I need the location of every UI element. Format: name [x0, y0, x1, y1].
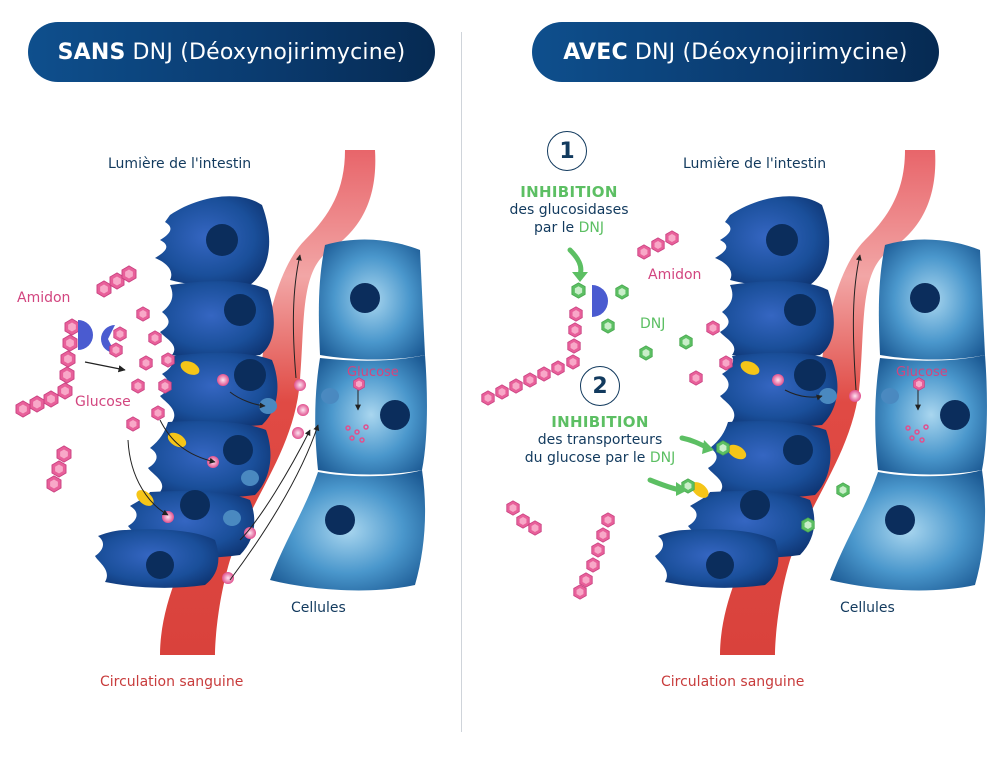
left-panel-art	[15, 150, 427, 655]
enzyme-icon	[78, 320, 93, 350]
panel-divider	[461, 32, 462, 732]
step-1-line2: par le DNJ	[494, 219, 644, 237]
starch-label: Amidon	[648, 267, 702, 283]
step-1-title: INHIBITION	[520, 183, 618, 201]
dnj-label: DNJ	[640, 316, 666, 332]
step-2-line1: des transporteurs	[537, 432, 663, 448]
cells-label: Cellules	[840, 600, 895, 616]
step-2-line2-prefix: du glucose par le	[524, 450, 646, 466]
starch-label: Amidon	[17, 290, 71, 306]
glucose-cell-label: Glucose	[896, 365, 948, 380]
step-2-title: INHIBITION	[551, 413, 649, 431]
header-without-dnj: SANS DNJ (Déoxynojirimycine)	[28, 22, 435, 82]
step-1-text: INHIBITION des glucosidases par le DNJ	[494, 183, 644, 237]
step-1-line2-prefix: par le	[533, 220, 575, 236]
small-glucose-icon	[345, 424, 369, 443]
header-with-dnj: AVEC DNJ (Déoxynojirimycine)	[532, 22, 939, 82]
cells-label: Cellules	[291, 600, 346, 616]
step-1-badge: 1	[547, 131, 587, 171]
glucose-cell-label: Glucose	[347, 365, 399, 380]
step-2-line2: du glucose par le DNJ	[515, 449, 685, 467]
header-without-dnj-text: DNJ (Déoxynojirimycine)	[132, 39, 406, 65]
step-1-line2-dnj: DNJ	[578, 220, 605, 236]
small-glucose-icon	[905, 424, 929, 443]
blood-circulation-label: Circulation sanguine	[661, 674, 805, 690]
basolateral-transporter-icon	[223, 388, 339, 526]
lumen-label: Lumière de l'intestin	[108, 156, 252, 172]
glucose-label: Glucose	[75, 394, 131, 410]
step-2-line2-dnj: DNJ	[649, 450, 676, 466]
blood-circulation-label: Circulation sanguine	[100, 674, 244, 690]
header-without-dnj-bold: SANS	[57, 39, 126, 65]
transporter-icon	[136, 361, 200, 506]
enzyme-icon	[592, 285, 608, 317]
step-1-line1: des glucosidases	[509, 202, 629, 218]
header-with-dnj-text: DNJ (Déoxynojirimycine)	[634, 39, 908, 65]
dnj-free-icon	[571, 282, 693, 361]
step-2-text: INHIBITION des transporteurs du glucose …	[515, 413, 685, 467]
glucose-dot-icon	[772, 374, 861, 402]
step-2-badge: 2	[580, 366, 620, 406]
basolateral-transporter-icon	[819, 388, 899, 404]
lumen-label: Lumière de l'intestin	[683, 156, 827, 172]
transporter-icon	[691, 361, 760, 498]
header-with-dnj-bold: AVEC	[563, 39, 628, 65]
right-panel-art	[655, 150, 987, 655]
